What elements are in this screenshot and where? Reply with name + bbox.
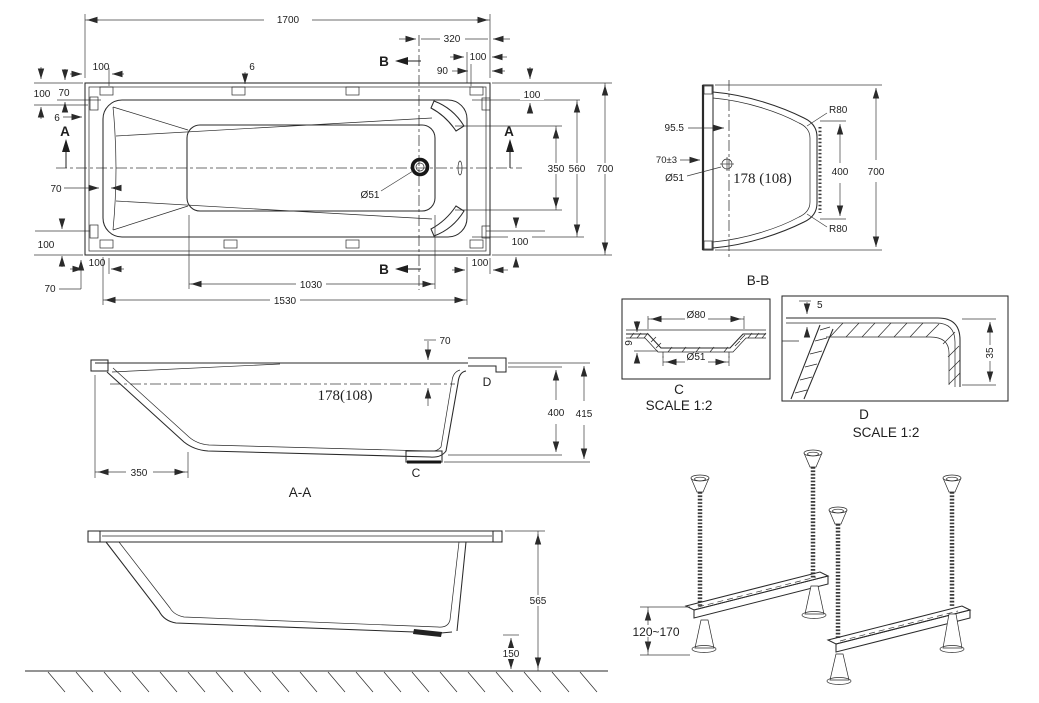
dim-recess-depth: 9 <box>624 340 635 346</box>
dim-recess-inner-dia: Ø51 <box>687 352 706 363</box>
dim-corner-pad-left: 100 <box>34 89 51 100</box>
dim-pad-edge-bottom: 70 <box>44 284 56 295</box>
detail-c-scale: SCALE 1:2 <box>646 398 713 413</box>
detail-d-label: D <box>859 407 869 422</box>
dim-radius-top: R80 <box>829 105 848 116</box>
dim-inner-height-bb: 400 <box>832 167 849 178</box>
dim-rim-top: 70 <box>58 88 70 99</box>
drain-hole <box>410 157 430 177</box>
detail-c: Ø80 Ø51 9 C SCALE 1:2 <box>621 298 771 413</box>
dim-install-height: 565 <box>530 596 547 607</box>
dim-opening-length: 1530 <box>274 296 297 307</box>
plan-view: 1700 320 100 90 100 70 100 6 6 A A B B 7… <box>30 14 618 307</box>
dim-floor-length: 1030 <box>300 280 323 291</box>
section-bb-title: B-B <box>747 273 770 288</box>
section-aa: 178(108) 70 D C 400 415 350 A-A <box>90 336 597 500</box>
dim-rim-right-top: 100 <box>524 90 541 101</box>
section-arrow-a-right <box>506 139 514 168</box>
detail-d-scale: SCALE 1:2 <box>853 425 920 440</box>
dim-gap-left: 6 <box>54 113 60 124</box>
section-aa-title: A-A <box>289 485 312 500</box>
dim-rim-left: 70 <box>50 184 62 195</box>
dim-flange: 70±3 <box>656 155 677 166</box>
dim-inner-height-aa: 400 <box>548 408 565 419</box>
dim-radius-bottom: R80 <box>829 224 848 235</box>
dim-floor-clearance: 150 <box>503 649 520 660</box>
dim-rim-right: 100 <box>470 52 487 63</box>
dim-gap-top: 6 <box>249 62 255 73</box>
dim-height-aa: 415 <box>576 409 593 420</box>
support-rail <box>684 571 972 653</box>
dim-slope-run: 350 <box>131 468 148 479</box>
dim-height-bb: 700 <box>868 167 885 178</box>
drain-diameter-label: Ø51 <box>361 190 380 201</box>
support-cup <box>690 449 962 525</box>
detail-d-callout: D <box>483 375 492 389</box>
support-frame: 120~170 <box>630 449 972 685</box>
dim-edge-height: 35 <box>985 347 996 359</box>
section-label-a-left: A <box>60 124 70 139</box>
section-arrow-b-bottom <box>395 265 421 273</box>
dim-overall-width: 700 <box>597 164 614 175</box>
dim-recess-outer-dia: Ø80 <box>687 310 706 321</box>
side-elevation: 565 150 <box>25 530 608 693</box>
dim-adjust-range: 120~170 <box>632 625 679 639</box>
detail-c-callout: C <box>412 466 421 480</box>
waterline-depth-aa: 178(108) <box>318 388 373 404</box>
section-label-a-right: A <box>504 124 514 139</box>
detail-d: 5 35 D SCALE 1:2 <box>781 295 1009 440</box>
dim-pad-offset-bottom-left: 100 <box>89 258 106 269</box>
dim-lip: 5 <box>817 300 823 311</box>
section-arrow-a-left <box>62 139 70 168</box>
dim-pad-offset-top-left: 100 <box>93 62 110 73</box>
dim-floor-width: 350 <box>548 164 565 175</box>
section-bb: 95.5 70±3 Ø51 178 (108) R80 R80 400 700 … <box>656 80 889 288</box>
detail-c-label: C <box>674 382 684 397</box>
dim-drain-offset: 95.5 <box>665 123 685 134</box>
waterline-depth-bb: 178 (108) <box>733 171 792 187</box>
dim-pad-offset-bottom-right: 100 <box>472 258 489 269</box>
section-label-b-bottom: B <box>379 262 389 277</box>
dim-corner-pad-bottom: 100 <box>38 240 55 251</box>
dim-rim-right-bottom: 100 <box>512 237 529 248</box>
support-foot <box>691 585 965 685</box>
section-label-b-top: B <box>379 54 389 69</box>
section-arrow-b-top <box>395 57 421 65</box>
dim-rim-to-water: 70 <box>439 336 451 347</box>
dim-overall-length: 1700 <box>277 15 300 26</box>
dim-opening-width: 560 <box>569 164 586 175</box>
dim-drain-to-end: 320 <box>444 34 461 45</box>
dim-pad-offset-right: 90 <box>437 66 449 77</box>
drain-diameter-label-bb: Ø51 <box>665 173 684 184</box>
